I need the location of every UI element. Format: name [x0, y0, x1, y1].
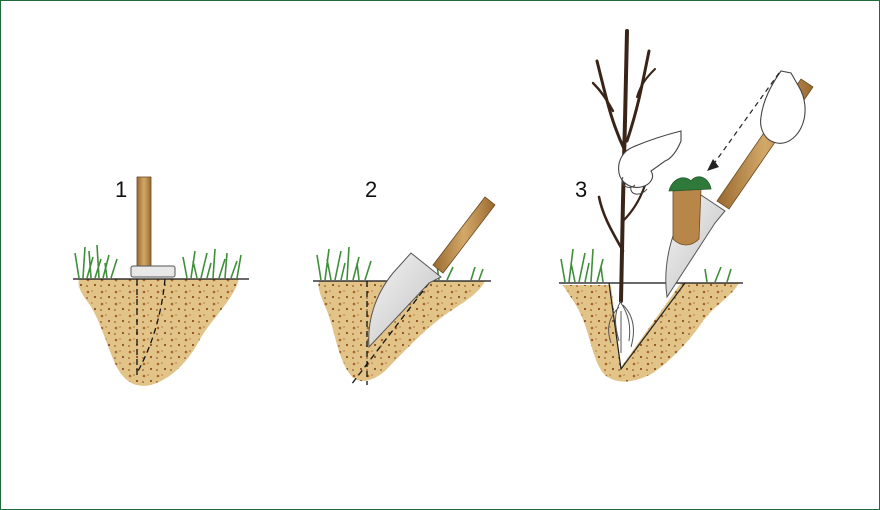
root-plug: [673, 189, 701, 245]
step-3-illustration: [559, 31, 813, 382]
step-2-handle: [433, 197, 495, 273]
sapling-branch-low: [599, 197, 623, 251]
step-3-number: 3: [575, 177, 587, 202]
step-1-handle: [137, 177, 151, 269]
step-2-illustration: [313, 197, 495, 385]
step-1-number: 1: [115, 177, 127, 202]
motion-arrow-head-icon: [707, 159, 719, 171]
step-1-illustration: [73, 177, 249, 386]
step-3-soil: [563, 283, 739, 382]
sapling-branch-low2: [623, 185, 645, 221]
step-1-collar: [131, 266, 175, 277]
step-3-grass: [561, 249, 731, 282]
step-1-soil: [78, 279, 239, 386]
root-plug-foliage: [669, 177, 711, 191]
step-2-number: 2: [365, 177, 377, 202]
right-hand-icon: [761, 71, 805, 143]
